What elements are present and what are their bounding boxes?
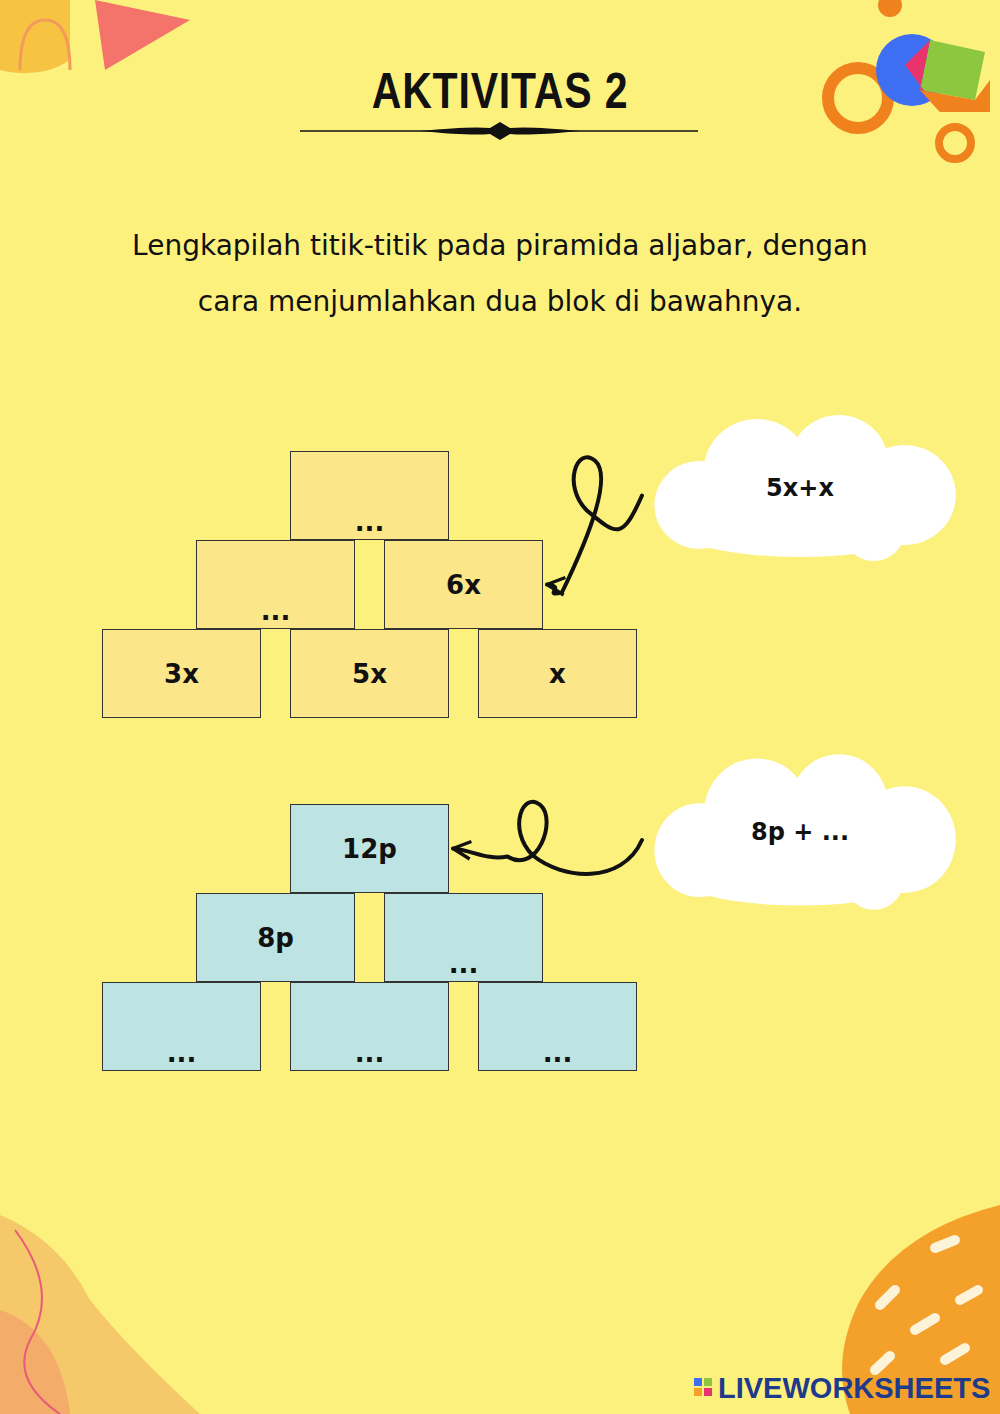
pyramid-block: ...	[102, 982, 261, 1071]
pyramid-block: ...	[290, 982, 449, 1071]
thought-cloud: 5x+x	[636, 413, 964, 563]
pyramid-block: 6x	[384, 540, 543, 629]
curly-arrow	[547, 457, 642, 593]
block-text: ...	[449, 949, 479, 979]
cloud-text: 8p + ...	[751, 818, 849, 846]
dashes	[875, 1240, 978, 1370]
thought-cloud: 8p + ...	[636, 752, 964, 912]
curly-arrow	[453, 802, 642, 874]
pyramid-block: 8p	[196, 893, 355, 982]
pyramid-block: 5x	[290, 629, 449, 718]
cloud-text: 5x+x	[766, 474, 834, 502]
title: AKTIVITAS 2	[90, 62, 910, 120]
corner-triangle	[95, 0, 190, 70]
dot	[878, 0, 902, 17]
corner-line	[15, 1230, 60, 1414]
pyramid-block: ...	[478, 982, 637, 1071]
block-text: ...	[261, 596, 291, 626]
pyramid-block: ...	[384, 893, 543, 982]
cube-face	[920, 40, 985, 100]
title-ornament	[420, 122, 580, 140]
block-text: 6x	[446, 570, 481, 600]
cube-face	[920, 80, 990, 112]
block-text: ...	[355, 507, 385, 537]
block-text: 12p	[342, 834, 397, 864]
corner-shape	[0, 0, 70, 73]
logo-square	[704, 1378, 712, 1386]
instruction-text: Lengkapilah titik-titik pada piramida al…	[100, 218, 900, 330]
pyramid-block: x	[478, 629, 637, 718]
ring	[939, 127, 971, 159]
pyramid-block: ...	[290, 451, 449, 540]
block-text: ...	[355, 1038, 385, 1068]
block-text: 5x	[352, 659, 387, 689]
block-text: ...	[167, 1038, 197, 1068]
block-text: 3x	[164, 659, 199, 689]
block-text: 8p	[257, 923, 294, 953]
logo-square	[694, 1388, 702, 1396]
corner-blob	[0, 1215, 200, 1414]
pyramid-block: 3x	[102, 629, 261, 718]
block-text: x	[549, 659, 566, 689]
logo-square	[694, 1378, 702, 1386]
logo-square	[704, 1388, 712, 1396]
pyramid-block: 12p	[290, 804, 449, 893]
watermark: LIVEWORKSHEETS	[718, 1372, 990, 1405]
corner-blob	[0, 1310, 70, 1414]
corner-arc	[20, 20, 70, 70]
pyramid-block: ...	[196, 540, 355, 629]
block-text: ...	[543, 1038, 573, 1068]
